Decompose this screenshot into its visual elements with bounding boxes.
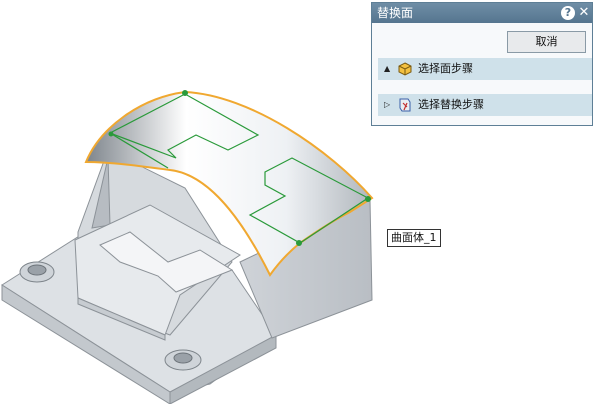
dialog-title: 替换面 xyxy=(377,6,414,20)
step-select-face[interactable]: ▲ 选择面步骤 xyxy=(378,58,592,80)
expand-arrow-icon[interactable]: ▷ xyxy=(384,100,391,109)
face-cube-icon xyxy=(398,62,412,76)
close-icon[interactable]: ✕ xyxy=(578,5,590,20)
mount-hole-right xyxy=(164,349,202,371)
collapse-arrow-icon[interactable]: ▲ xyxy=(384,64,391,73)
step-select-replace-label: 选择替换步骤 xyxy=(418,98,484,111)
step-select-face-label: 选择面步骤 xyxy=(418,62,473,75)
help-icon[interactable]: ? xyxy=(561,6,575,20)
replace-face-icon xyxy=(399,98,411,112)
entity-tag-label: 曲面体_1 xyxy=(391,231,437,244)
pocket-feature xyxy=(74,204,241,341)
mount-hole-left xyxy=(19,261,55,283)
replace-face-dialog: 替换面 ? ✕ 取消 ▲ 选择面步骤 ▷ 选择替换步骤 xyxy=(371,2,593,126)
curved-surface[interactable] xyxy=(84,90,374,277)
entity-tag: 曲面体_1 xyxy=(387,229,441,247)
dialog-title-bar[interactable]: 替换面 ? ✕ xyxy=(372,3,592,23)
step-select-replace[interactable]: ▷ 选择替换步骤 xyxy=(378,94,592,116)
cancel-button[interactable]: 取消 xyxy=(507,31,586,53)
